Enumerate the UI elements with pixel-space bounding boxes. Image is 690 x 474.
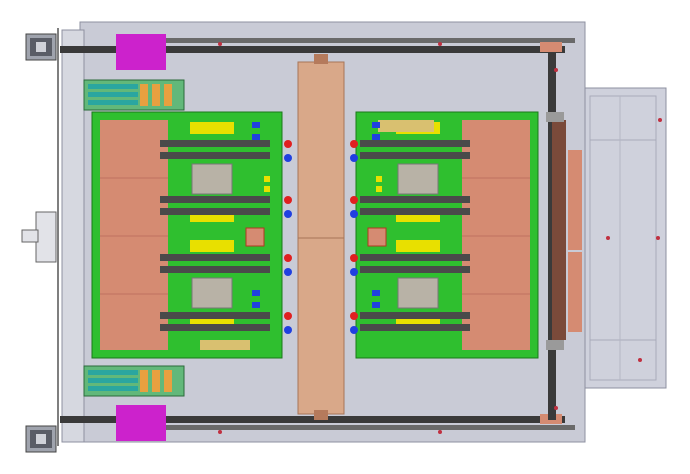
bottom-left-connector	[25, 425, 57, 453]
left-pcb-bars	[160, 140, 270, 331]
center-copper-bar	[297, 54, 345, 420]
right-pcb-bars	[360, 140, 470, 331]
top-ribbon-connector	[83, 79, 185, 111]
left-pcb-board	[91, 111, 283, 359]
right-vertical-rail	[546, 52, 582, 420]
right-extension-panel	[579, 87, 667, 389]
right-pcb-board	[355, 111, 539, 359]
top-magenta-block	[116, 34, 166, 70]
small-components	[252, 122, 382, 308]
middle-left-handle	[21, 211, 57, 263]
fasteners	[218, 42, 662, 434]
bottom-magenta-block	[116, 405, 166, 441]
connector-dots	[284, 140, 358, 334]
bottom-ribbon-connector	[83, 365, 185, 397]
top-rail	[60, 38, 575, 53]
top-left-connector	[25, 33, 57, 61]
